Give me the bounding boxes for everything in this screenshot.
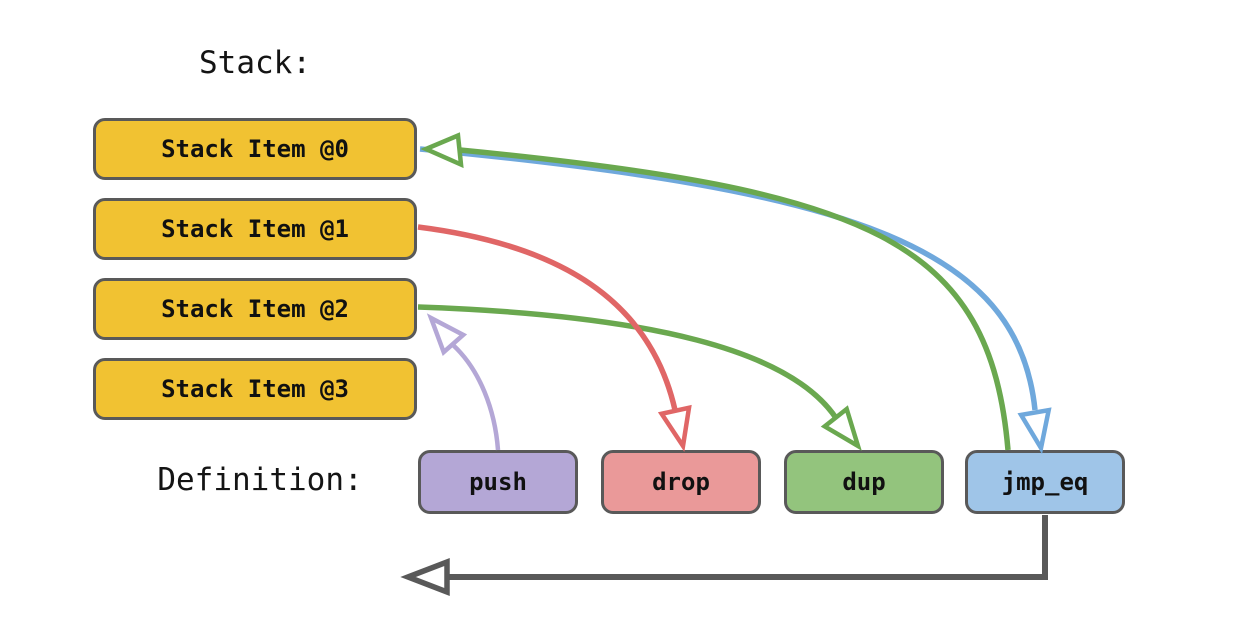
stack-item-2-label: Stack Item @2 <box>161 295 349 323</box>
arrowhead-at-dup <box>820 405 862 451</box>
op-jmp-eq-label: jmp_eq <box>1001 468 1089 496</box>
stack-item-1: Stack Item @1 <box>93 198 417 260</box>
arrowhead-at-jmp-eq <box>1017 407 1052 455</box>
arrow-dup-to-stack-0 <box>459 147 1011 451</box>
arrow-stack-2-to-dup <box>417 304 839 420</box>
arrow-jmp-eq-jump-out <box>448 515 1048 580</box>
op-box-drop: drop <box>601 450 761 514</box>
arrow-stack-0-to-jmp-eq <box>419 146 1038 411</box>
arrowhead-at-stack-2 <box>426 313 468 356</box>
stack-title: Stack: <box>199 45 311 81</box>
op-push-label: push <box>469 468 527 496</box>
arrowhead-at-stack-0 <box>420 132 464 169</box>
op-drop-label: drop <box>652 468 710 496</box>
arrowhead-at-drop <box>657 404 692 453</box>
definition-label: Definition: <box>157 462 363 498</box>
stack-item-2: Stack Item @2 <box>93 278 417 340</box>
op-box-dup: dup <box>784 450 944 514</box>
stack-item-0-label: Stack Item @0 <box>161 135 349 163</box>
arrowhead-jump-left <box>400 557 450 597</box>
stack-item-1-label: Stack Item @1 <box>161 215 349 243</box>
stack-item-3-label: Stack Item @3 <box>161 375 349 403</box>
op-box-jmp-eq: jmp_eq <box>965 450 1125 514</box>
op-dup-label: dup <box>842 468 886 496</box>
arrow-stack-1-to-drop <box>417 224 678 411</box>
op-box-push: push <box>418 450 578 514</box>
stack-item-0: Stack Item @0 <box>93 118 417 180</box>
stack-item-3: Stack Item @3 <box>93 358 417 420</box>
arrow-push-to-stack-2 <box>451 343 501 451</box>
